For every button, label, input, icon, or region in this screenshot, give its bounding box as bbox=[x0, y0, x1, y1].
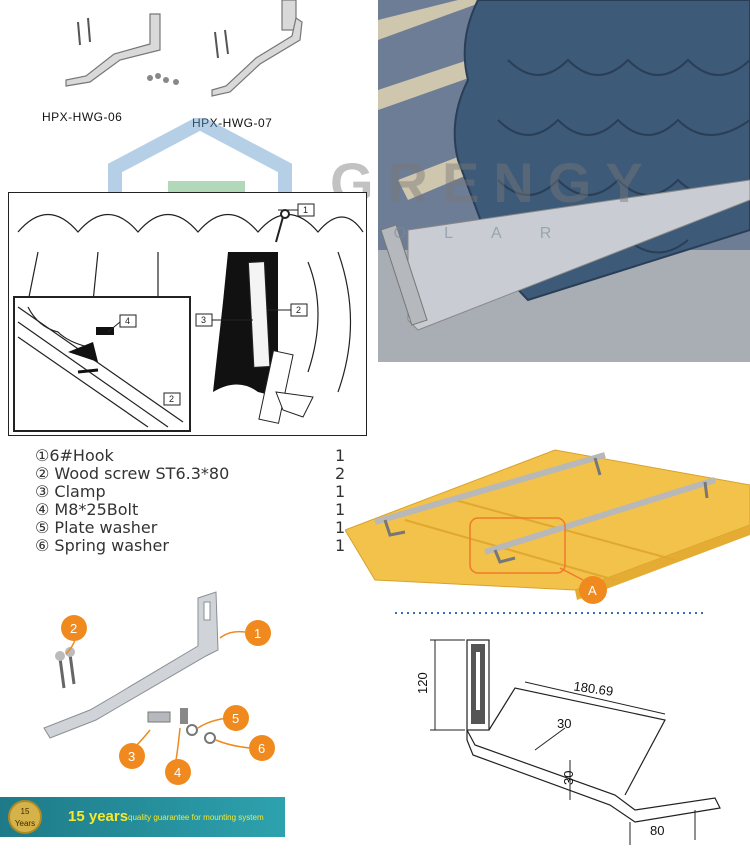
parts-row: ⑥ Spring washer 1 bbox=[35, 537, 365, 555]
screws-icon bbox=[214, 29, 229, 59]
parts-row: ③ Clamp 1 bbox=[35, 483, 365, 501]
detail-a-label: A bbox=[588, 583, 597, 598]
part-qty: 1 bbox=[335, 518, 346, 537]
dim-length: 180.69 bbox=[573, 678, 614, 698]
callout-5: 5 bbox=[232, 711, 239, 726]
hardware-icon bbox=[147, 73, 179, 85]
roof-tiles-outline bbox=[17, 213, 364, 393]
part-name: ⑥ Spring washer bbox=[35, 536, 169, 555]
part-name: ② Wood screw ST6.3*80 bbox=[35, 464, 230, 483]
hook-models-illustration bbox=[65, 0, 303, 97]
guarantee-banner bbox=[0, 797, 285, 837]
hook-hwg-06 bbox=[65, 13, 161, 87]
callout-6: 6 bbox=[258, 741, 265, 756]
roof-rail-render: A bbox=[345, 449, 750, 604]
dimension-drawing: 120 180.69 30 30 80 bbox=[395, 612, 721, 845]
wood-screws-icon bbox=[58, 653, 76, 689]
dim-height: 120 bbox=[415, 672, 430, 694]
watermark-sub: SOLAR bbox=[345, 225, 590, 242]
spring-washer-icon bbox=[204, 732, 216, 744]
bolt-icon bbox=[96, 327, 114, 335]
part-qty: 1 bbox=[335, 500, 346, 519]
installation-drawing: 1 2 3 4 2 bbox=[8, 192, 367, 436]
banner-subline: quality guarantee for mounting system bbox=[128, 813, 264, 822]
mounting-rails bbox=[374, 452, 716, 555]
slate-roof-photo bbox=[378, 0, 750, 362]
part-qty: 2 bbox=[335, 464, 346, 483]
callout-2: 2 bbox=[70, 621, 77, 636]
dim-thickness: 30 bbox=[557, 716, 571, 731]
parts-row: ①6#Hook 1 bbox=[35, 447, 365, 465]
part-name: ⑤ Plate washer bbox=[35, 518, 158, 537]
callout-4: 4 bbox=[174, 765, 181, 780]
callout-2: 2 bbox=[296, 305, 301, 315]
clamp-icon bbox=[147, 711, 171, 723]
dim-foot: 80 bbox=[650, 823, 664, 838]
parts-row: ② Wood screw ST6.3*80 2 bbox=[35, 465, 365, 483]
parts-row: ④ M8*25Bolt 1 bbox=[35, 501, 365, 519]
parts-list: ①6#Hook 1 ② Wood screw ST6.3*80 2 ③ Clamp 1… bbox=[35, 447, 365, 555]
part-name: ①6#Hook bbox=[35, 446, 114, 465]
bolt-icon bbox=[180, 708, 188, 724]
part-qty: 1 bbox=[335, 482, 346, 501]
hook-part bbox=[43, 591, 219, 739]
callout-1: 1 bbox=[303, 205, 308, 215]
model-label-right: HPX-HWG-07 bbox=[192, 116, 273, 130]
part-qty: 1 bbox=[335, 446, 346, 465]
detail-a-badge bbox=[579, 576, 607, 604]
part-name: ③ Clamp bbox=[35, 482, 106, 501]
model-label-left: HPX-HWG-06 bbox=[42, 110, 123, 124]
callout-4: 4 bbox=[125, 316, 130, 326]
badge-years: Years bbox=[14, 819, 36, 828]
callout-2b: 2 bbox=[169, 394, 174, 404]
part-qty: 1 bbox=[335, 536, 346, 555]
plate-washer-icon bbox=[186, 724, 198, 736]
hook-profile bbox=[466, 639, 721, 823]
callout-1: 1 bbox=[254, 626, 261, 641]
hook-hwg-07 bbox=[211, 0, 303, 97]
part-name: ④ M8*25Bolt bbox=[35, 500, 139, 519]
banner-headline: 15 years bbox=[68, 808, 129, 825]
exploded-callouts: 1 2 3 4 5 6 bbox=[61, 615, 275, 785]
callout-3: 3 bbox=[128, 749, 135, 764]
badge-number: 15 bbox=[20, 807, 30, 816]
15-years-badge-icon: 15 Years bbox=[8, 800, 42, 834]
screws-icon bbox=[77, 17, 91, 46]
callout-3: 3 bbox=[201, 315, 206, 325]
detail-inset bbox=[13, 296, 191, 432]
dim-offset: 30 bbox=[561, 771, 576, 785]
detail-highlight bbox=[469, 517, 566, 574]
parts-row: ⑤ Plate washer 1 bbox=[35, 519, 365, 537]
exploded-hook-illustration: 1 2 3 4 5 6 bbox=[43, 591, 275, 785]
watermark-brand: GRENGY bbox=[330, 151, 657, 214]
